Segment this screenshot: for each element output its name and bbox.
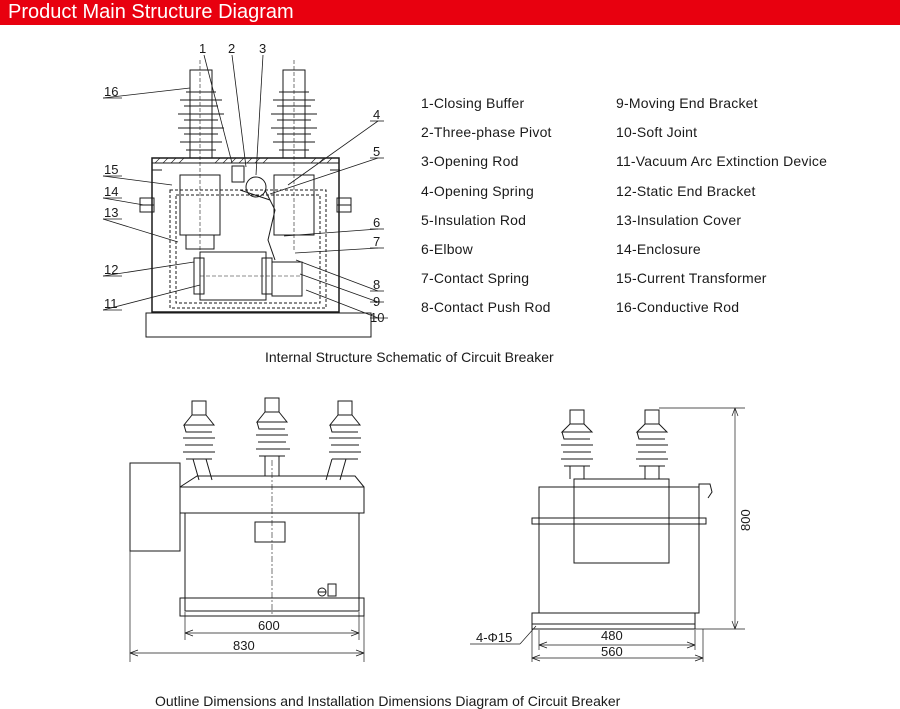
header-bar: Product Main Structure Diagram: [0, 0, 900, 25]
legend-item: 6-Elbow: [421, 240, 473, 257]
callout-10: 10: [370, 310, 384, 325]
callout-4: 4: [373, 107, 380, 122]
legend-item: 7-Contact Spring: [421, 270, 530, 287]
callout-12: 12: [104, 262, 118, 277]
callout-1: 1: [199, 41, 206, 56]
insulation-cover: [169, 189, 327, 309]
callout-9: 9: [373, 294, 380, 309]
callout-5: 5: [373, 144, 380, 159]
callout-13: 13: [104, 205, 118, 220]
legend-item: 14-Enclosure: [616, 240, 701, 257]
left-bushing: [178, 60, 224, 250]
callout-11: 11: [104, 296, 118, 311]
legend-item: 5-Insulation Rod: [421, 211, 527, 228]
callout-6: 6: [373, 215, 380, 230]
dim-side-height: 800: [738, 509, 753, 531]
legend-item: 12-Static End Bracket: [616, 182, 756, 199]
callout-16: 16: [104, 84, 118, 99]
side-outline-view: [470, 407, 745, 662]
legend-item: 1-Closing Buffer: [421, 95, 525, 111]
outline-dimensions-caption: Outline Dimensions and Installation Dime…: [155, 693, 621, 709]
callout-14: 14: [104, 184, 118, 199]
dim-side-inner-width: 480: [601, 628, 623, 643]
internal-schematic-caption: Internal Structure Schematic of Circuit …: [265, 349, 554, 365]
front-outline-view: [129, 397, 365, 662]
legend-item: 4-Opening Spring: [421, 182, 534, 199]
legend-item: 15-Current Transformer: [616, 270, 767, 287]
legend-right-column: 9-Moving End Bracket 10-Soft Joint 11-Va…: [616, 89, 827, 323]
legend-item: 3-Opening Rod: [421, 153, 519, 170]
right-bushing: [271, 60, 317, 250]
legend-item: 2-Three-phase Pivot: [421, 124, 552, 141]
dim-mounting-holes: 4-Φ15: [476, 630, 512, 645]
dim-front-outer-width: 830: [233, 638, 255, 653]
callout-2: 2: [228, 41, 235, 56]
legend-item: 9-Moving End Bracket: [616, 95, 758, 111]
enclosure: [151, 157, 340, 313]
legend-item: 13-Insulation Cover: [616, 211, 742, 228]
dim-side-outer-width: 560: [601, 644, 623, 659]
control-box: [129, 462, 181, 552]
front-bushings: [182, 397, 362, 481]
legend-left-column: 1-Closing Buffer 2-Three-phase Pivot 3-O…: [421, 89, 552, 323]
internal-schematic: [102, 54, 388, 338]
callout-3: 3: [259, 41, 266, 56]
callout-15: 15: [104, 162, 118, 177]
base-plate: [145, 312, 372, 338]
legend-item: 16-Conductive Rod: [616, 299, 740, 316]
dim-front-inner-width: 600: [258, 618, 280, 633]
callout-7: 7: [373, 234, 380, 249]
ct-housing: [573, 478, 670, 564]
legend-item: 8-Contact Push Rod: [421, 299, 551, 316]
legend-item: 11-Vacuum Arc Extinction Device: [616, 153, 828, 170]
legend-item: 10-Soft Joint: [616, 124, 698, 141]
vacuum-interrupter: [193, 251, 303, 301]
page-title: Product Main Structure Diagram: [8, 1, 294, 23]
callout-8: 8: [373, 277, 380, 292]
